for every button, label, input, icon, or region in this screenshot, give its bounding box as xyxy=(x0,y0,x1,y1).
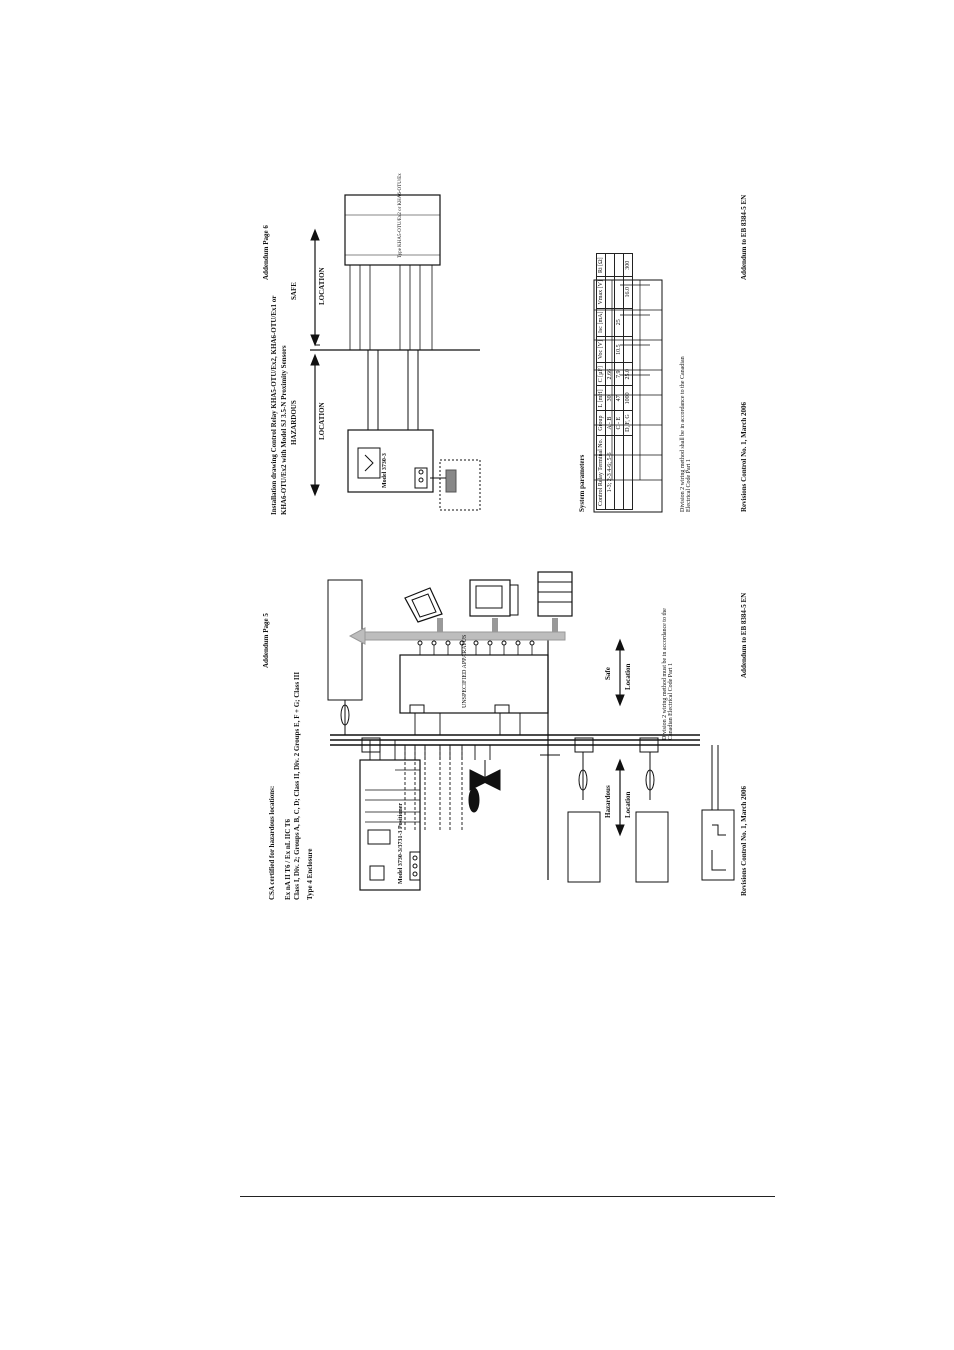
system-params-title: System parameters xyxy=(578,454,586,512)
page6-title-line-1: Installation drawing Control Relay KHA5-… xyxy=(270,295,278,515)
table-cell: 30 xyxy=(605,385,615,411)
page6-header: Addendum Page 6 xyxy=(262,225,270,280)
table-cell xyxy=(623,336,633,363)
page5-hazardous-label: Hazardous xyxy=(604,785,612,818)
table-header-cell: C [µF] xyxy=(596,362,606,386)
table-cell xyxy=(614,276,624,309)
table-cell: 7.9 xyxy=(614,362,624,386)
table-row: C - E 47 7.9 10.5 25 xyxy=(614,253,624,510)
table-cell: 16.0 xyxy=(623,276,633,309)
page5-footer-left: Revisions Control No. 1, March 2006 xyxy=(740,786,748,896)
page6-note: Division 2 wiring method shall be in acc… xyxy=(680,356,692,512)
table-cell xyxy=(605,308,615,337)
table-header-cell: Voc [V] xyxy=(596,336,606,363)
table-header-cell: Group xyxy=(596,410,606,436)
table-cell: A - B xyxy=(605,410,615,436)
page5-safe-label: Safe xyxy=(604,667,612,680)
table-header-cell: Vmax [V] xyxy=(596,276,606,309)
page6-device-label: Model 3730-3 xyxy=(382,453,388,488)
page-divider xyxy=(240,1196,775,1197)
page6-safe-label: SAFE xyxy=(290,282,298,300)
table-header-cell: Ri [Ω] xyxy=(596,253,606,277)
table-row: D, F, G 1000 25.0 16.0 300 xyxy=(623,253,633,510)
table-header-cell: Isc [mA] xyxy=(596,308,606,337)
table-header-row: Control Relay Terminal No. Group L [mH] … xyxy=(596,253,606,510)
table-cell: 25.0 xyxy=(623,362,633,386)
page6-footer-right: Addendum to EB 8384-5 EN xyxy=(740,194,748,280)
table-header-cell: L [mH] xyxy=(596,385,606,411)
page6-safe-location: LOCATION xyxy=(318,267,326,305)
table-header-cell: Control Relay Terminal No. xyxy=(596,435,606,510)
table-cell xyxy=(605,336,615,363)
table-cell: D, F, G xyxy=(623,410,633,436)
table-cell xyxy=(614,435,624,510)
table-cell: C - E xyxy=(614,410,624,436)
table-cell: 47 xyxy=(614,385,624,411)
page6-hazardous-location: LOCATION xyxy=(318,402,326,440)
page5-footer-right: Addendum to EB 8384-5 EN xyxy=(740,592,748,678)
table-cell: 10.5 xyxy=(614,336,624,363)
page6-footer-left: Revisions Control No. 1, March 2006 xyxy=(740,402,748,512)
page6-relay-label: Type KHA5-OTU/Ex2 or KHA6-OTU/Ex xyxy=(398,173,403,258)
table-cell xyxy=(623,435,633,510)
table-cell: 1000 xyxy=(623,385,633,411)
page5-header: Addendum Page 5 xyxy=(262,613,270,668)
table-row: 1-3; 2-3 4-6; 5-6 A - B 30 2.66 xyxy=(605,253,615,510)
table-cell: 1-3; 2-3 4-6; 5-6 xyxy=(605,435,615,510)
table-cell: 25 xyxy=(614,308,624,337)
table-cell xyxy=(605,276,615,309)
page5-hazardous-location: Location xyxy=(624,791,632,818)
page5-title-line-1: CSA certified for hazardous locations: xyxy=(268,785,276,900)
table-cell xyxy=(605,253,615,277)
page5-safe-location: Location xyxy=(624,663,632,690)
page5-note: Division 2 wiring method must be in acco… xyxy=(662,608,674,740)
system-params-table: Control Relay Terminal No. Group L [mH] … xyxy=(596,253,633,510)
page5-title-line-2: Ex nA II T6 / Ex nL IIC T6 xyxy=(284,818,292,900)
table-cell xyxy=(614,253,624,277)
page5-title-line-4: Type 4 Enclosure xyxy=(306,848,314,900)
page6-hazardous-label: HAZARDOUS xyxy=(290,400,298,445)
table-cell: 2.66 xyxy=(605,362,615,386)
apparatus-label: UNSPECIFIED APPARATUS xyxy=(462,634,468,708)
table-cell: 300 xyxy=(623,253,633,277)
table-cell xyxy=(623,308,633,337)
positioner-label: Model 3730-3/3731-3 Positioner xyxy=(398,803,404,884)
page6-title-line-2: KHA6-OTU/Ex2 with Model SJ 3.5-N Proximi… xyxy=(280,345,288,515)
page5-title-line-3: Class I, Div. 2; Groups A, B, C, D; Clas… xyxy=(293,671,301,900)
